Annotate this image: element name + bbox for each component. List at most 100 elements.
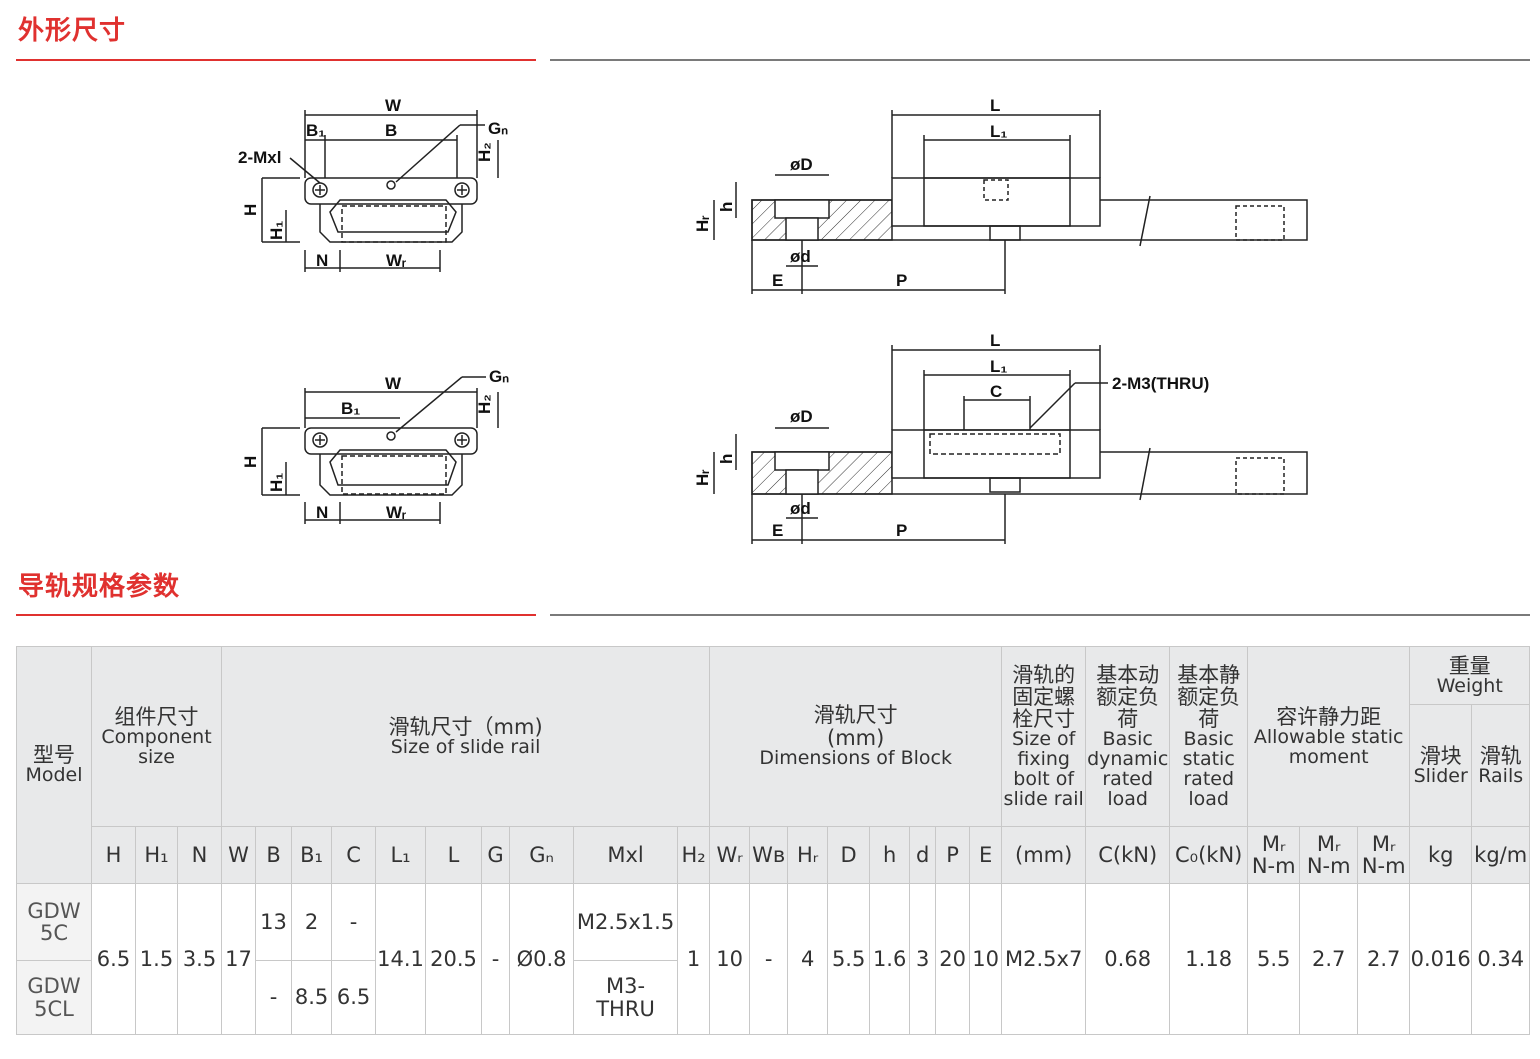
cell-B1-5cl: 8.5 (291, 960, 333, 1035)
side-view-5cl (713, 345, 1308, 544)
col-G: G (481, 826, 511, 884)
label-B1: B₁ (306, 121, 325, 140)
col-Mxl: Mxl (573, 826, 679, 884)
cell-d: 3 (909, 883, 937, 1035)
cell-WB: - (749, 883, 789, 1035)
cell-B-5cl: - (255, 960, 293, 1035)
col-HR: Hᵣ (787, 826, 829, 884)
label-P: P (896, 521, 907, 540)
label-N: N (316, 251, 328, 270)
col-L1: L₁ (375, 826, 427, 884)
label-Mxl: 2-Mxl (238, 148, 281, 167)
cell-bolt: M2.5x7 (1001, 883, 1087, 1035)
cell-Mxl-5cl: M3-THRU (573, 960, 679, 1035)
col-Gn: Gₙ (509, 826, 575, 884)
col-H: H (91, 826, 136, 884)
technical-drawings: W B B₁ Gₙ 2-Mxl H₂ H H₁ N Wᵣ W B₁ Gₙ H₂ … (238, 96, 1308, 544)
label-Gn: Gₙ (489, 367, 509, 386)
cell-H: 6.5 (91, 883, 136, 1035)
label-L: L (990, 96, 1000, 115)
cell-kg: 0.016 (1409, 883, 1473, 1035)
cell-G: - (481, 883, 511, 1035)
header-block-dims: 滑轨尺寸(mm)Dimensions of Block (709, 646, 1003, 827)
col-P: P (935, 826, 971, 884)
label-phiD: øD (790, 407, 813, 426)
col-d: d (909, 826, 937, 884)
cell-B-5c: 13 (255, 883, 293, 961)
col-E: E (969, 826, 1003, 884)
col-H1: H₁ (135, 826, 178, 884)
col-mm: (mm) (1001, 826, 1087, 884)
cell-Mxl-5c: M2.5x1.5 (573, 883, 679, 961)
col-B1: B₁ (291, 826, 333, 884)
cell-WR: 10 (709, 883, 751, 1035)
cell-MR3: 2.7 (1357, 883, 1411, 1035)
label-H2: H₂ (475, 394, 494, 414)
label-H: H (241, 204, 260, 216)
front-view-5cl (261, 376, 499, 524)
cell-H1: 1.5 (135, 883, 178, 1035)
cell-L: 20.5 (425, 883, 483, 1035)
label-P: P (896, 271, 907, 290)
label-H: H (241, 456, 260, 468)
col-C0kN: C₀(kN) (1169, 826, 1249, 884)
cell-MR2: 2.7 (1299, 883, 1359, 1035)
label-L1: L₁ (990, 122, 1007, 141)
cell-HR: 4 (787, 883, 829, 1035)
cell-H2: 1 (677, 883, 711, 1035)
header-rail-size: 滑轨尺寸（mm)Size of slide rail (221, 646, 711, 827)
label-HR: Hᵣ (693, 469, 712, 486)
label-Gn: Gₙ (488, 119, 508, 138)
label-H2: H₂ (475, 142, 494, 162)
title-rule (550, 59, 1530, 61)
label-M3-thru: 2-M3(THRU) (1112, 374, 1209, 393)
col-W: W (221, 826, 257, 884)
label-E: E (772, 521, 783, 540)
cell-C-dyn: 0.68 (1085, 883, 1171, 1035)
col-C: C (331, 826, 377, 884)
col-kg: kg (1409, 826, 1473, 884)
cell-C-5c: - (331, 883, 377, 961)
label-H1: H₁ (267, 221, 286, 240)
col-CkN: C(kN) (1085, 826, 1171, 884)
col-D: D (827, 826, 871, 884)
label-h: h (717, 454, 736, 464)
col-H2: H₂ (677, 826, 711, 884)
label-B: B (385, 121, 397, 140)
col-kgm: kg/m (1471, 826, 1531, 884)
label-WR: Wᵣ (386, 503, 406, 522)
cell-C0-static: 1.18 (1169, 883, 1249, 1035)
cell-MR1: 5.5 (1247, 883, 1301, 1035)
title-underline (16, 614, 536, 616)
side-view-5c (713, 110, 1308, 294)
label-W: W (385, 374, 402, 393)
section-title-dimensions: 外形尺寸 (18, 16, 127, 46)
label-B1: B₁ (341, 399, 360, 418)
cell-N: 3.5 (176, 883, 223, 1035)
col-WB: Wʙ (749, 826, 789, 884)
label-WR: Wᵣ (386, 251, 406, 270)
label-N: N (316, 503, 328, 522)
section-title-params: 导轨规格参数 (18, 572, 181, 602)
title-underline (16, 59, 536, 61)
label-L: L (990, 331, 1000, 350)
title-rule (550, 614, 1530, 616)
label-W: W (385, 96, 402, 115)
col-h: h (869, 826, 911, 884)
cell-L1: 14.1 (375, 883, 427, 1035)
label-E: E (772, 271, 783, 290)
cell-Gn: Ø0.8 (509, 883, 575, 1035)
